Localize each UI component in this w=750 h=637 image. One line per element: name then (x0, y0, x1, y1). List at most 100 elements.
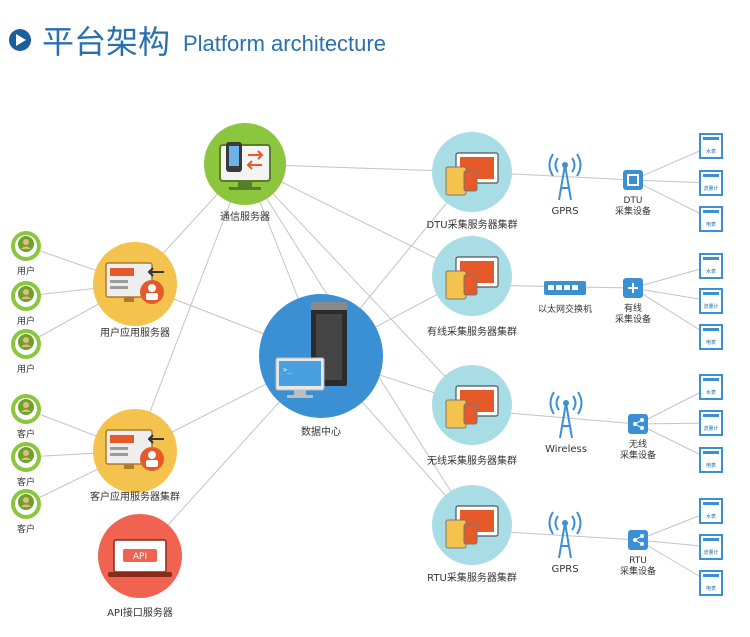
meter-water: 水表 (699, 133, 723, 159)
meter-water: 水表 (699, 498, 723, 524)
data-center-label: 数据中心 (301, 425, 341, 438)
phone-icon (463, 274, 478, 296)
gprs-tower-2: GPRS (548, 511, 582, 575)
cluster-label: DTU采集服务器集群 (426, 218, 517, 231)
tower-icon (558, 164, 572, 201)
user-item: 用户 (11, 231, 41, 277)
meter-electric: 电表 (699, 206, 723, 232)
meter-water: 水表 (699, 374, 723, 400)
device-line2: 采集设备 (615, 205, 651, 217)
link-label: GPRS (551, 206, 578, 217)
tower-icon (558, 522, 572, 559)
exchange-icon (248, 150, 264, 160)
svg-text:水表: 水表 (706, 389, 716, 396)
customer-app-cluster-node: 客户应用服务器集群 (90, 409, 180, 503)
customer-item: 客户 (11, 394, 41, 440)
meters-group-1: 水表 流量计 电表 (699, 133, 723, 232)
device-line1: DTU (623, 196, 642, 206)
cluster-label: 有线采集服务器集群 (427, 325, 517, 338)
signal-icon (554, 515, 576, 531)
device-dtu: DTU 采集设备 (615, 170, 651, 217)
meter-flow: 流量计 (699, 170, 723, 196)
comm-server-label: 通信服务器 (220, 210, 270, 223)
customer-item: 客户 (11, 489, 41, 535)
meter-water: 水表 (699, 253, 723, 279)
svg-text:电表: 电表 (706, 221, 716, 228)
gprs-tower-1: GPRS (548, 153, 582, 217)
tablet-icon (445, 519, 467, 549)
svg-text:电表: 电表 (706, 462, 716, 469)
svg-text:流量计: 流量计 (703, 185, 718, 192)
svg-text:>_: >_ (283, 366, 292, 374)
meters-group-4: 水表 流量计 电表 (699, 498, 723, 596)
device-line2: 采集设备 (620, 449, 656, 461)
person-icon (23, 450, 29, 456)
customer-label: 客户 (17, 476, 35, 488)
meters-group-3: 水表 流量计 电表 (699, 374, 723, 473)
cluster-rtu: RTU采集服务器集群 (427, 485, 517, 584)
link-label: 以太网交换机 (538, 303, 592, 315)
page-title: 平台架构 (42, 23, 170, 61)
svg-text:水表: 水表 (706, 148, 716, 155)
svg-text:水表: 水表 (706, 268, 716, 275)
phone-icon (463, 403, 478, 425)
link-label: Wireless (545, 444, 587, 455)
device-wired: 有线 采集设备 (615, 278, 651, 325)
meter-electric: 电表 (699, 447, 723, 473)
ethernet-switch: 以太网交换机 (538, 281, 592, 315)
api-badge: API (133, 552, 147, 562)
customer-list: 客户 客户 客户 (11, 394, 41, 535)
meter-flow: 流量计 (699, 410, 723, 436)
device-line2: 采集设备 (620, 565, 656, 577)
arrow-left-icon (147, 434, 164, 444)
meter-flow: 流量计 (699, 534, 723, 560)
user-label: 用户 (17, 315, 35, 327)
share-icon (628, 414, 648, 434)
person-icon (23, 402, 29, 408)
customer-label: 客户 (17, 523, 35, 535)
signal-icon (555, 395, 577, 411)
device-rtu: RTU 采集设备 (620, 530, 656, 577)
user-item: 用户 (11, 329, 41, 375)
share-icon (628, 530, 648, 550)
tower-icon (559, 402, 573, 439)
device-line1: 有线 (624, 302, 642, 314)
api-server-label: API接口服务器 (107, 606, 173, 619)
user-list: 用户 用户 用户 (11, 231, 41, 375)
svg-text:水表: 水表 (706, 513, 716, 520)
phone-icon (463, 170, 478, 192)
tablet-icon (445, 270, 467, 300)
svg-text:流量计: 流量计 (703, 425, 718, 432)
user-label: 用户 (17, 265, 35, 277)
header: 平台架构 Platform architecture (9, 23, 386, 61)
tablet-icon (445, 166, 467, 196)
device-icon (623, 170, 643, 190)
tablet-icon (445, 399, 467, 429)
svg-text:电表: 电表 (706, 585, 716, 592)
customer-app-cluster-label: 客户应用服务器集群 (90, 490, 180, 503)
device-line2: 采集设备 (615, 313, 651, 325)
cluster-dtu: DTU采集服务器集群 (426, 132, 518, 231)
person-icon (23, 289, 29, 295)
page-subtitle: Platform architecture (183, 31, 386, 56)
device-wireless: 无线 采集设备 (620, 414, 656, 461)
link-label: GPRS (551, 564, 578, 575)
svg-text:流量计: 流量计 (703, 549, 718, 556)
signal-icon (554, 157, 576, 173)
api-server-node: API API接口服务器 (98, 514, 182, 619)
user-app-server-label: 用户应用服务器 (100, 326, 170, 339)
meters-group-2: 水表 流量计 电表 (699, 253, 723, 350)
user-label: 用户 (17, 363, 35, 375)
user-app-server-node: 用户应用服务器 (93, 242, 177, 339)
person-icon (23, 337, 29, 343)
cluster-wireless: 无线采集服务器集群 (427, 365, 517, 467)
arrow-left-icon (147, 267, 164, 277)
data-center-node: >_ 数据中心 (259, 294, 383, 438)
customer-item: 客户 (11, 442, 41, 488)
svg-text:流量计: 流量计 (703, 303, 718, 310)
meter-electric: 电表 (699, 570, 723, 596)
meter-flow: 流量计 (699, 288, 723, 314)
phone-icon (463, 523, 478, 545)
device-line1: 无线 (629, 438, 647, 450)
cluster-wired: 有线采集服务器集群 (427, 236, 517, 338)
